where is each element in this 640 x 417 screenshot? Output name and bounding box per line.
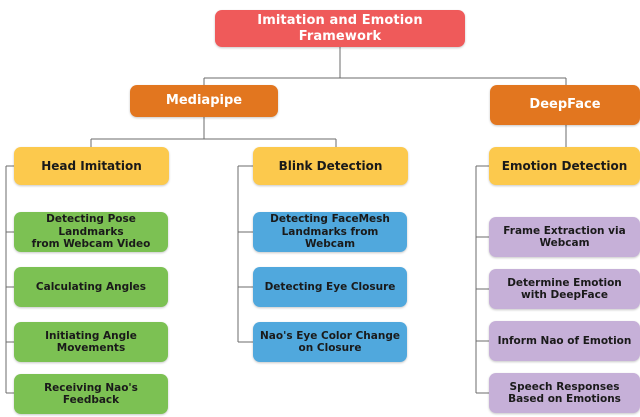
node-calculating-angles-label: Calculating Angles <box>35 280 147 293</box>
node-head-imitation-label: Head Imitation <box>41 158 142 173</box>
node-speech-responses-based-on-emotions-label: Speech Responses Based on Emotions <box>508 380 621 405</box>
node-deepface-label: DeepFace <box>529 97 601 113</box>
node-nao-eye-color-change[interactable]: Nao's Eye Color Change on Closure <box>253 322 407 362</box>
node-mediapipe-label: Mediapipe <box>165 93 243 109</box>
node-nao-eye-color-change-label: Nao's Eye Color Change on Closure <box>260 329 400 354</box>
node-detecting-facemesh-landmarks[interactable]: Detecting FaceMesh Landmarks from Webcam <box>253 212 407 252</box>
node-speech-responses-based-on-emotions[interactable]: Speech Responses Based on Emotions <box>489 373 640 413</box>
node-inform-nao-of-emotion-label: Inform Nao of Emotion <box>497 334 632 347</box>
node-root-imitation-and-emotion-framework[interactable]: Imitation and Emotion Framework <box>215 10 465 47</box>
node-initiating-angle-movements[interactable]: Initiating Angle Movements <box>14 322 168 362</box>
node-determine-emotion-with-deepface[interactable]: Determine Emotion with DeepFace <box>489 269 640 309</box>
node-determine-emotion-with-deepface-label: Determine Emotion with DeepFace <box>507 276 622 301</box>
node-detecting-facemesh-landmarks-label: Detecting FaceMesh Landmarks from Webcam <box>270 213 390 251</box>
node-mediapipe[interactable]: Mediapipe <box>130 85 278 117</box>
node-receiving-nao-feedback[interactable]: Receiving Nao's Feedback <box>14 374 168 414</box>
node-blink-detection-label: Blink Detection <box>278 158 383 173</box>
node-inform-nao-of-emotion[interactable]: Inform Nao of Emotion <box>489 321 640 361</box>
node-receiving-nao-feedback-label: Receiving Nao's Feedback <box>44 381 138 406</box>
node-initiating-angle-movements-label: Initiating Angle Movements <box>45 329 137 354</box>
node-root-label: Imitation and Emotion Framework <box>257 13 423 44</box>
node-detecting-pose-landmarks-label: Detecting Pose Landmarks from Webcam Vid… <box>31 213 151 251</box>
node-frame-extraction-via-webcam[interactable]: Frame Extraction via Webcam <box>489 217 640 257</box>
node-detecting-eye-closure[interactable]: Detecting Eye Closure <box>253 267 407 307</box>
node-calculating-angles[interactable]: Calculating Angles <box>14 267 168 307</box>
node-deepface[interactable]: DeepFace <box>490 85 640 125</box>
node-emotion-detection[interactable]: Emotion Detection <box>489 147 640 185</box>
node-emotion-detection-label: Emotion Detection <box>501 158 628 173</box>
node-blink-detection[interactable]: Blink Detection <box>253 147 408 185</box>
node-head-imitation[interactable]: Head Imitation <box>14 147 169 185</box>
node-detecting-eye-closure-label: Detecting Eye Closure <box>264 280 396 293</box>
node-frame-extraction-via-webcam-label: Frame Extraction via Webcam <box>503 224 626 249</box>
node-detecting-pose-landmarks[interactable]: Detecting Pose Landmarks from Webcam Vid… <box>14 212 168 252</box>
